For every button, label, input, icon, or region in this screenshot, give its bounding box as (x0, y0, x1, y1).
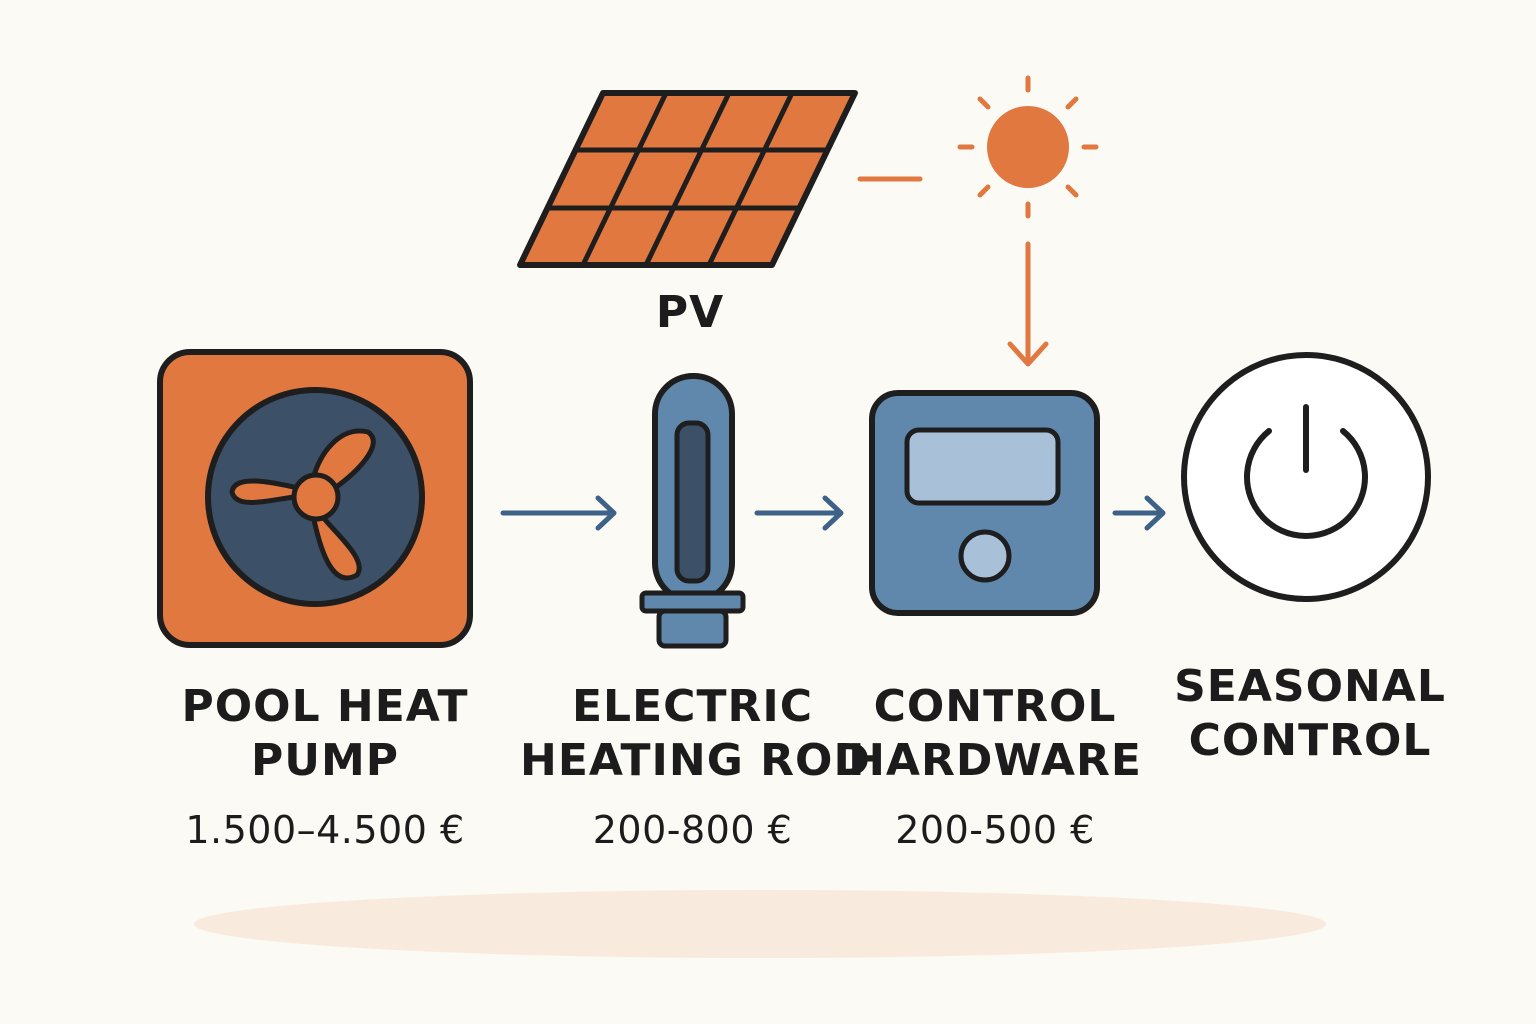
fan-icon (157, 349, 473, 648)
control-hardware-price: 200-500 € (895, 808, 1095, 852)
flow-arrow-1 (500, 495, 617, 531)
control-hardware-label-line-2: HARDWARE (848, 735, 1142, 786)
control-hardware-label-line-1: CONTROL (873, 681, 1117, 732)
flow-arrow-2 (754, 495, 844, 531)
heating-rod-icon (639, 373, 746, 649)
seasonal-control-label: SEASONAL CONTROL (1160, 660, 1460, 768)
seasonal-control-label-line-2: CONTROL (1188, 715, 1432, 766)
pool-heat-pump-label: POOL HEAT PUMP (150, 680, 500, 788)
electric-heating-rod-label: ELECTRIC HEATING ROD (520, 680, 871, 788)
power-icon (1181, 352, 1431, 602)
electric-heating-rod-label-line-2: HEATING ROD (520, 735, 871, 786)
ground-shadow (194, 890, 1326, 958)
pool-heat-pump-label-line-2: PUMP (250, 735, 399, 786)
sun-icon (957, 75, 1099, 219)
seasonal-control-label-line-1: SEASONAL (1174, 661, 1446, 712)
solar-panel-icon (517, 90, 858, 268)
pool-heat-pump-label-line-1: POOL HEAT (181, 681, 469, 732)
pv-label: PV (655, 287, 725, 338)
controller-icon (869, 390, 1100, 616)
sun-to-control-arrow (1007, 241, 1049, 367)
electric-heating-rod-price: 200-800 € (592, 808, 793, 852)
pool-heat-pump-price: 1.500–4.500 € (185, 808, 465, 852)
flow-arrow-3 (1112, 495, 1166, 531)
electric-heating-rod-label-line-1: ELECTRIC (572, 681, 813, 732)
control-hardware-label: CONTROL HARDWARE (845, 680, 1145, 788)
